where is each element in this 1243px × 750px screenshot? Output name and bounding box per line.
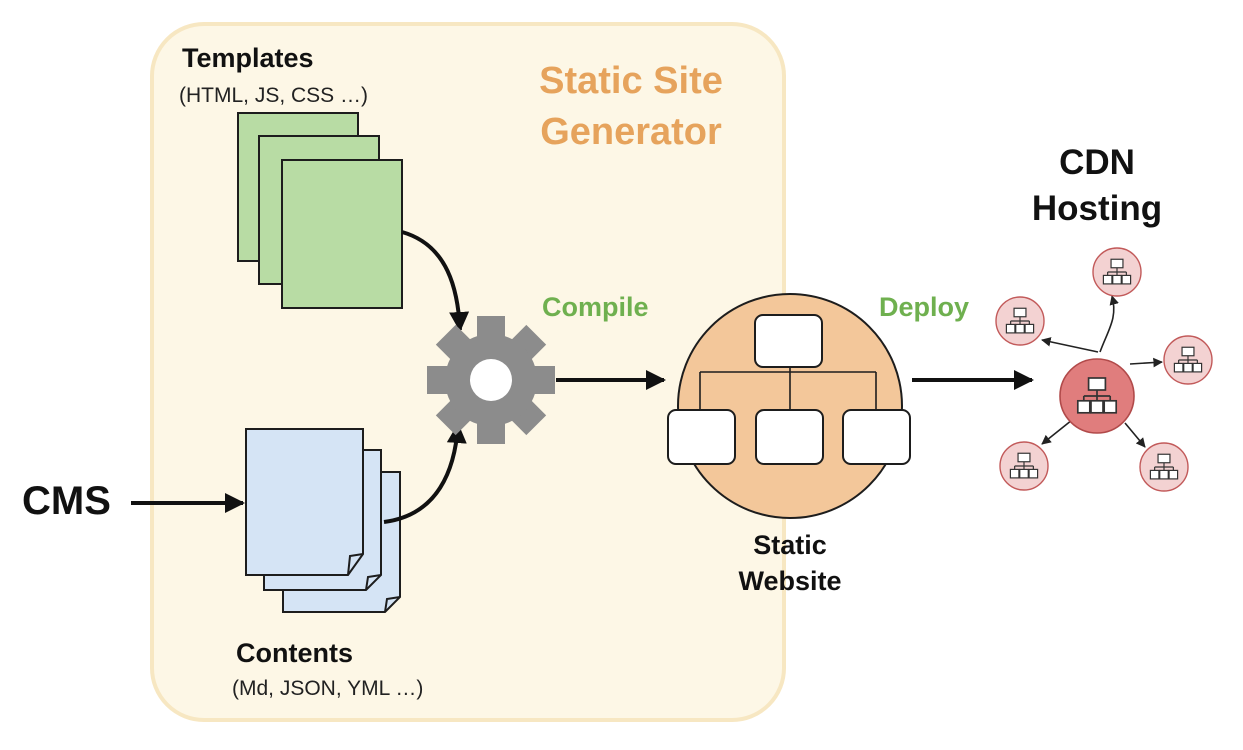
- website-title-line1: Static: [753, 530, 827, 560]
- contents-types: (Md, JSON, YML …): [232, 677, 424, 700]
- cdn-network: [995, 247, 1213, 492]
- cdn-edge-node-icon: [1139, 442, 1189, 492]
- deploy-label: Deploy: [879, 292, 970, 322]
- compile-label: Compile: [542, 292, 649, 322]
- cdn-edge-node-icon: [999, 441, 1049, 491]
- contents-to-gear-arrow: [383, 423, 467, 524]
- templates-to-gear-arrow: [401, 230, 470, 332]
- ssg-title-line1: Static Site: [539, 60, 723, 102]
- website-title-line2: Website: [738, 566, 842, 596]
- cdn-title-line1: CDN: [1059, 143, 1135, 182]
- cdn-edge-node-icon: [1092, 247, 1142, 297]
- templates-stack-icon: [237, 112, 403, 309]
- templates-types: (HTML, JS, CSS …): [179, 84, 369, 107]
- templates-title: Templates: [182, 43, 314, 73]
- sitemap-icon: [667, 293, 911, 519]
- cdn-title-line2: Hosting: [1031, 189, 1163, 228]
- gear-icon: [427, 316, 555, 444]
- ssg-title-line2: Generator: [540, 111, 722, 153]
- cdn-edge-node-icon: [995, 296, 1045, 346]
- cms-label: CMS: [22, 479, 111, 523]
- contents-title: Contents: [236, 638, 353, 668]
- cdn-origin-node-icon: [1059, 358, 1135, 434]
- contents-stack-icon: [245, 428, 401, 613]
- cdn-edge-node-icon: [1163, 335, 1213, 385]
